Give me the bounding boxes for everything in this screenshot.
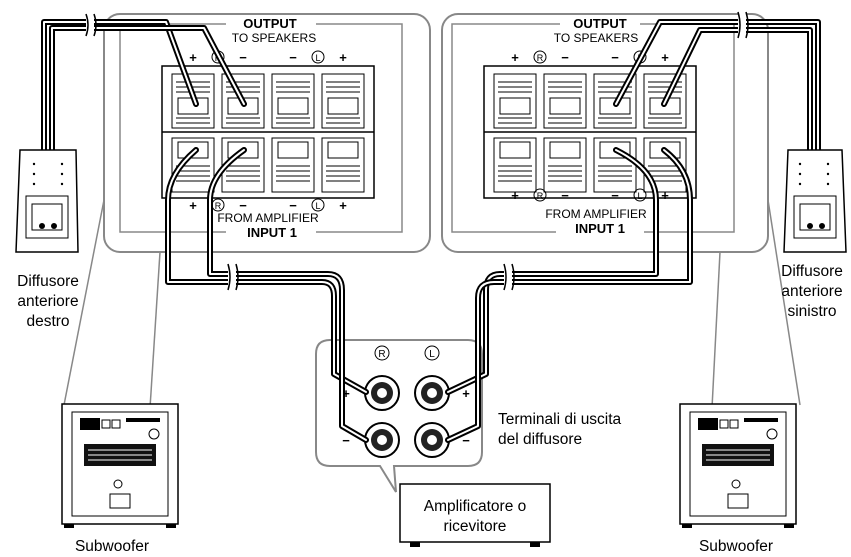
terminal-clip — [271, 73, 315, 129]
terminal-clip — [321, 137, 365, 193]
polarity-mark: + — [189, 50, 197, 65]
terminal-clip — [493, 137, 537, 193]
polarity-mark: + — [339, 198, 347, 213]
to-speakers-label-right: TO SPEAKERS — [554, 31, 638, 45]
polarity-mark: + — [511, 50, 519, 65]
svg-text:L: L — [315, 201, 320, 211]
amplifier-label-line2: ricevitore — [444, 518, 507, 535]
speaker-terminals-label-line1: Terminali di uscita — [498, 411, 622, 428]
output-label-right: OUTPUT — [573, 16, 627, 31]
polarity-mark: + — [661, 188, 669, 203]
from-amplifier-label-right: FROM AMPLIFIER — [545, 207, 647, 221]
to-speakers-label-left: TO SPEAKERS — [232, 31, 316, 45]
polarity-mark: + — [339, 50, 347, 65]
l-channel-mark: L — [311, 50, 325, 64]
terminal-clip — [321, 73, 365, 129]
polarity-mark: − — [289, 198, 297, 213]
polarity-mark: − — [611, 50, 619, 65]
front-right-speaker-label-line3: destro — [26, 313, 69, 330]
polarity-mark: − — [239, 198, 247, 213]
speaker-terminals-label-line2: del diffusore — [498, 431, 582, 448]
terminal-clip — [593, 137, 637, 193]
r-channel-mark: R — [374, 345, 390, 361]
binding-post-icon — [414, 422, 450, 458]
svg-text:R: R — [378, 349, 385, 360]
speaker-cables — [41, 19, 821, 522]
terminal-clip — [543, 73, 587, 129]
binding-post-icon — [364, 422, 400, 458]
left-output-terminals — [171, 73, 365, 129]
speaker-icon — [15, 149, 79, 253]
terminal-clip — [493, 73, 537, 129]
r-channel-mark: R — [533, 188, 547, 202]
polarity-mark: − — [561, 188, 569, 203]
cable-break-icon — [85, 11, 749, 291]
amplifier-terminal-callout: R L + + − − — [315, 339, 483, 493]
front-right-speaker-label-line2: anteriore — [17, 293, 78, 310]
polarity-mark: − — [239, 50, 247, 65]
speaker-icon — [783, 149, 847, 253]
l-channel-mark: L — [633, 188, 647, 202]
polarity-mark: − — [561, 50, 569, 65]
r-channel-mark: R — [533, 50, 547, 64]
amplifier-label-line1: Amplificatore o — [424, 498, 527, 515]
front-left-speaker-label-line2: anteriore — [781, 283, 842, 300]
from-amplifier-label-left: FROM AMPLIFIER — [217, 211, 319, 225]
svg-text:L: L — [637, 191, 642, 201]
subwoofer-right-label: Subwoofer — [699, 538, 773, 555]
subwoofer-icon — [679, 403, 797, 528]
amplifier-box: Amplificatore o ricevitore — [399, 483, 551, 547]
subwoofer-left-label: Subwoofer — [75, 538, 149, 555]
input-label-left: INPUT 1 — [247, 225, 297, 240]
svg-text:R: R — [215, 201, 222, 211]
binding-post-icon — [364, 375, 400, 411]
svg-text:R: R — [537, 53, 544, 63]
front-right-speaker-label-line1: Diffusore — [17, 273, 79, 290]
front-left-speaker-label-line1: Diffusore — [781, 263, 843, 280]
l-channel-mark: L — [424, 345, 440, 361]
polarity-mark: + — [462, 386, 470, 401]
input-label-right: INPUT 1 — [575, 221, 625, 236]
output-label-left: OUTPUT — [243, 16, 297, 31]
svg-text:L: L — [315, 53, 320, 63]
polarity-mark: + — [342, 386, 350, 401]
l-channel-mark: L — [311, 198, 325, 212]
front-left-speaker-label-line3: sinistro — [787, 303, 836, 320]
terminal-clip — [543, 137, 587, 193]
terminal-clip — [271, 137, 315, 193]
subwoofer-icon — [61, 403, 179, 528]
polarity-mark: + — [661, 50, 669, 65]
polarity-mark: + — [511, 188, 519, 203]
binding-post-icon — [414, 375, 450, 411]
svg-text:L: L — [429, 349, 435, 360]
polarity-mark: − — [342, 433, 350, 448]
polarity-mark: − — [462, 433, 470, 448]
polarity-mark: − — [289, 50, 297, 65]
polarity-mark: − — [611, 188, 619, 203]
svg-text:R: R — [537, 191, 544, 201]
terminal-clip — [643, 73, 687, 129]
polarity-mark: + — [189, 198, 197, 213]
subwoofer-right-panel: OUTPUT TO SPEAKERS + R − − L + + R − − L… — [441, 13, 801, 409]
